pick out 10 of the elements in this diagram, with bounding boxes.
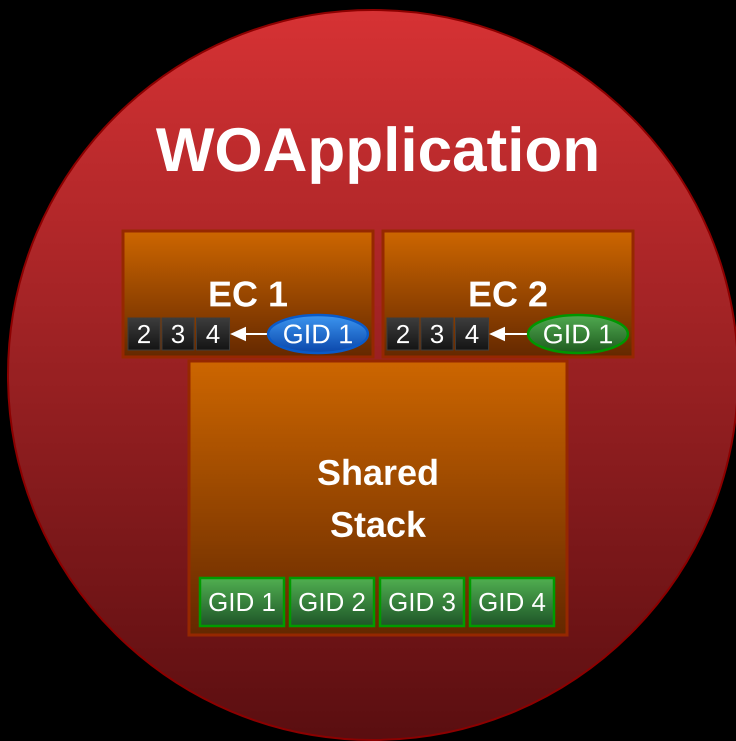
number-cell: 4 [196,318,230,350]
gid-box: GID 2 [288,576,376,628]
gid-box: GID 1 [198,576,286,628]
gid-box: GID 3 [378,576,466,628]
number-cell: 3 [420,318,454,350]
number-cell: 2 [128,318,160,350]
number-cell: 3 [162,318,194,350]
number-cell: 4 [455,318,489,350]
gid-box: GID 4 [468,576,556,628]
number-cell: 2 [386,318,420,350]
